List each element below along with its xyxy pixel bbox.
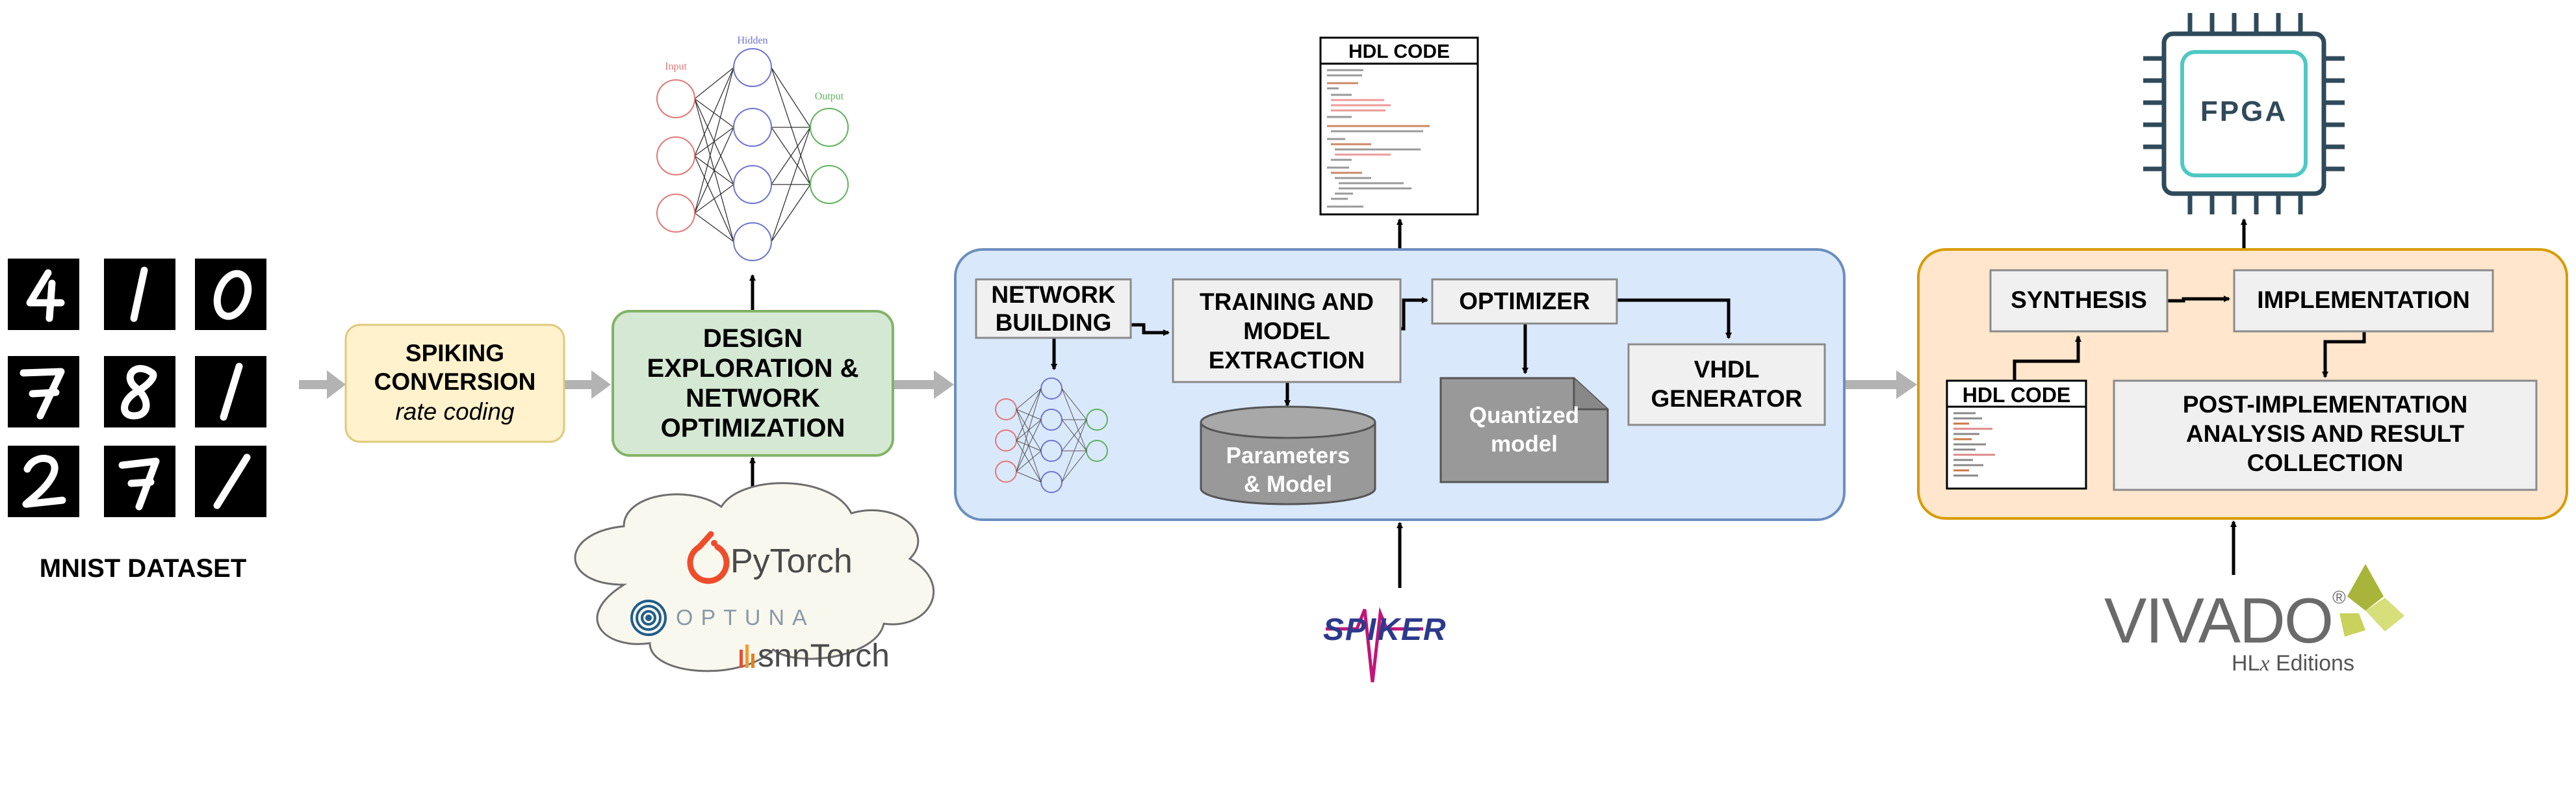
mnist-digit-1b bbox=[195, 356, 266, 427]
network-building-box bbox=[975, 278, 1132, 339]
nn-connection bbox=[694, 184, 734, 214]
pytorch-icon bbox=[687, 531, 730, 584]
mnist-digit-1 bbox=[104, 259, 175, 330]
fpga-chip-icon bbox=[2143, 13, 2345, 214]
flow-arrow-1 bbox=[299, 370, 346, 399]
nn-connection bbox=[694, 127, 734, 214]
flow-arrow-3 bbox=[893, 370, 954, 399]
spiking-title-line2: CONVERSION bbox=[374, 368, 536, 395]
quantized-model-doc bbox=[1439, 377, 1609, 483]
nn-connection bbox=[771, 127, 811, 242]
optuna-label: OPTUNA bbox=[676, 605, 815, 630]
vivado-edition-suffix: Editions bbox=[2269, 651, 2354, 676]
hdl-top-code-lines bbox=[1327, 69, 1430, 208]
design-line1: DESIGN bbox=[702, 324, 803, 353]
vivado-registered: ® bbox=[2332, 587, 2346, 607]
post-implementation-box bbox=[2113, 379, 2538, 491]
nn-connection bbox=[694, 212, 734, 242]
nn-connection bbox=[771, 67, 811, 128]
vhdl-generator-label: VHDL GENERATOR bbox=[1629, 355, 1825, 413]
training-line2: MODEL bbox=[1243, 318, 1330, 345]
mnist-digit-7 bbox=[8, 356, 79, 427]
design-line2: EXPLORATION & bbox=[647, 354, 859, 383]
quantized-line2: model bbox=[1490, 431, 1558, 457]
mnist-digit-8 bbox=[104, 356, 175, 427]
implementation-label: IMPLEMENTATION bbox=[2257, 287, 2470, 313]
synthesis-label: SYNTHESIS bbox=[2011, 287, 2147, 313]
vivado-wordmark: VIVADO® bbox=[2104, 587, 2346, 653]
implementation-box bbox=[2233, 269, 2494, 333]
network-building-line1: NETWORK bbox=[991, 281, 1116, 308]
hdl-small-code-lines bbox=[1953, 412, 1995, 477]
snntorch-icon bbox=[740, 644, 754, 668]
nn-input-label: Input bbox=[665, 61, 687, 72]
optimizer-box bbox=[1431, 278, 1618, 325]
post-line2: ANALYSIS AND RESULT bbox=[2185, 420, 2465, 448]
parameters-label: Parameters & Model bbox=[1201, 442, 1375, 499]
vivado-name: VIVADO bbox=[2104, 585, 2334, 656]
mnist-digit-7b bbox=[104, 446, 175, 517]
nn-connection bbox=[771, 184, 811, 242]
nn-output-label: Output bbox=[814, 91, 844, 102]
training-label: TRAINING AND MODEL EXTRACTION bbox=[1173, 287, 1400, 375]
quantized-line1: Quantized bbox=[1469, 403, 1580, 428]
nn-connection bbox=[694, 67, 734, 214]
nn-hidden-label: Hidden bbox=[737, 35, 768, 46]
training-line3: EXTRACTION bbox=[1208, 347, 1365, 374]
training-box bbox=[1172, 278, 1402, 383]
optimizer-label: OPTIMIZER bbox=[1459, 288, 1590, 314]
optuna-icon bbox=[630, 600, 667, 636]
vhdl-line2: GENERATOR bbox=[1651, 385, 1803, 413]
fpga-chip-label: FPGA bbox=[2200, 96, 2288, 127]
design-exploration-box bbox=[612, 310, 894, 457]
snntorch-label: snnTorch bbox=[758, 637, 890, 674]
mnist-digit-1c bbox=[195, 446, 266, 517]
post-implementation-label: POST-IMPLEMENTATION ANALYSIS AND RESULT … bbox=[2114, 390, 2536, 478]
nn-connection bbox=[694, 98, 734, 128]
nn-diagram-top bbox=[656, 48, 849, 261]
flow-arrow-2 bbox=[564, 370, 611, 399]
spiking-subtitle: rate coding bbox=[395, 398, 515, 425]
vivado-edition-prefix: HL bbox=[2232, 651, 2260, 676]
quantized-label: Quantized model bbox=[1441, 402, 1608, 459]
nn-connection bbox=[694, 67, 734, 157]
pytorch-label: PyTorch bbox=[730, 542, 853, 580]
synthesis-box bbox=[1989, 269, 2169, 333]
mnist-dataset-label: MNIST DATASET bbox=[39, 554, 247, 583]
spiker-label: SPIKER bbox=[1323, 613, 1447, 647]
vhdl-generator-box bbox=[1627, 343, 1826, 426]
mnist-digit-0 bbox=[195, 259, 266, 330]
parameters-cylinder bbox=[1200, 405, 1376, 505]
network-building-label: NETWORK BUILDING bbox=[976, 281, 1131, 337]
nn-diagram-small bbox=[995, 377, 1108, 493]
spiker-logo-icon bbox=[1326, 607, 1423, 683]
vhdl-line1: VHDL bbox=[1694, 356, 1760, 383]
spiking-conversion-box bbox=[344, 324, 565, 443]
vivado-edition: HLx Editions bbox=[2232, 652, 2354, 675]
hdl-small-title: HDL CODE bbox=[1962, 383, 2071, 407]
vivado-logo-icon bbox=[2339, 564, 2404, 637]
nn-connection bbox=[771, 127, 811, 185]
flow-arrow-4 bbox=[1845, 370, 1917, 399]
design-line4: OPTIMIZATION bbox=[660, 414, 845, 442]
mnist-digit-2 bbox=[8, 446, 79, 517]
training-line1: TRAINING AND bbox=[1200, 288, 1374, 315]
post-line3: COLLECTION bbox=[2247, 450, 2404, 477]
spiking-title-line1: SPIKING bbox=[405, 340, 505, 366]
parameters-line2: & Model bbox=[1243, 471, 1333, 497]
vivado-edition-x: x bbox=[2260, 652, 2270, 676]
mnist-digit-4 bbox=[8, 259, 79, 330]
post-line1: POST-IMPLEMENTATION bbox=[2182, 391, 2468, 418]
design-line3: NETWORK bbox=[686, 384, 820, 413]
nn-connection bbox=[694, 67, 734, 99]
parameters-line1: Parameters bbox=[1226, 443, 1350, 468]
hdl-top-title: HDL CODE bbox=[1348, 41, 1450, 62]
nn-connection bbox=[771, 67, 811, 185]
network-building-line2: BUILDING bbox=[995, 309, 1112, 337]
